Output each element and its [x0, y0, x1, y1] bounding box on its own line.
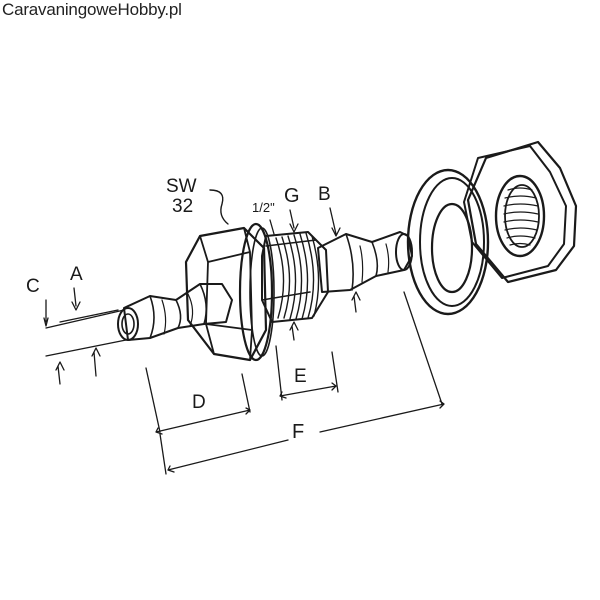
- label-a: A: [70, 264, 83, 285]
- hex-nut: [463, 140, 578, 284]
- label-sw-size: 32: [172, 196, 193, 217]
- label-c: C: [26, 276, 40, 297]
- label-f: F: [292, 421, 304, 443]
- right-hose-barb: [317, 231, 413, 293]
- washer: [406, 168, 490, 316]
- hex-body: [184, 226, 268, 362]
- site-watermark: CaravaningoweHobby.pl: [2, 0, 182, 19]
- left-hose-barb: [117, 283, 233, 341]
- label-b: B: [318, 184, 331, 205]
- label-g: G: [284, 185, 300, 207]
- flange: [238, 222, 275, 362]
- label-e: E: [294, 366, 307, 387]
- dimension-labels: SW 32 1/2" G B A C D E F: [26, 176, 331, 443]
- label-d: D: [192, 392, 206, 413]
- label-sw: SW: [166, 176, 197, 197]
- dimension-lines: [43, 189, 445, 475]
- threaded-body: [261, 231, 329, 323]
- label-thread-size: 1/2": [252, 200, 275, 215]
